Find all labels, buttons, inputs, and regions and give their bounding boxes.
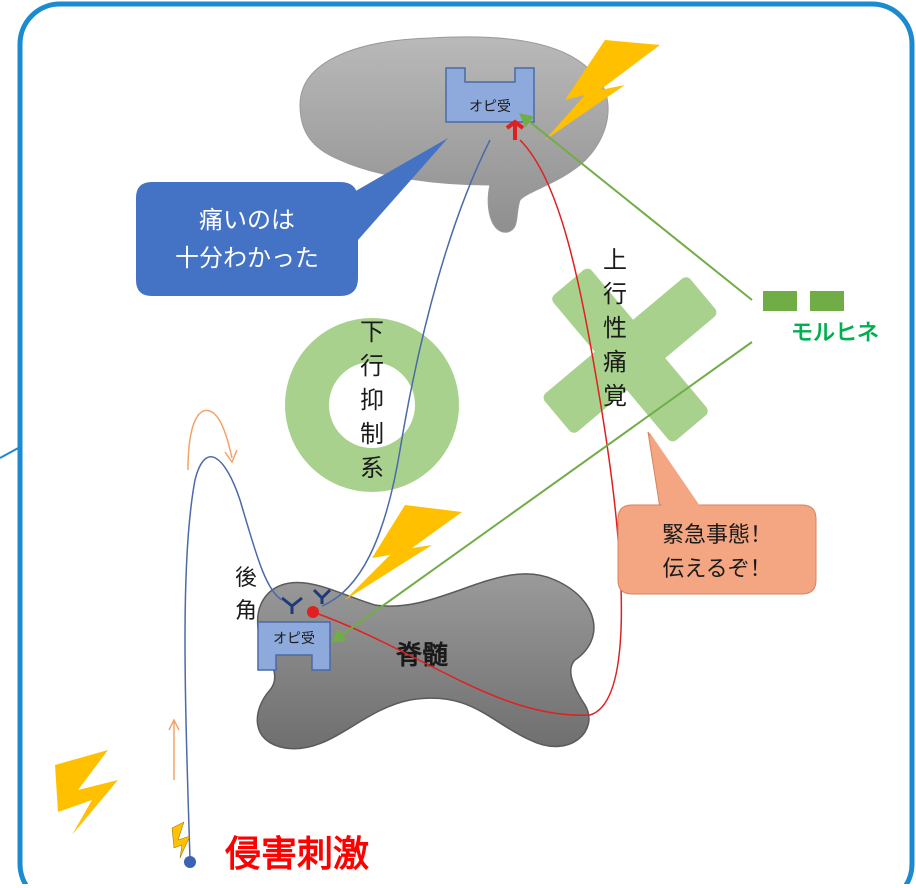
spinal-lightning-icon <box>345 505 462 600</box>
descending-pathway-label: 下 行 抑 制 系 <box>360 318 384 482</box>
noxious-stimulus-label: 侵害刺激 <box>224 834 369 875</box>
spinal-cord-label: 脊髄 <box>395 641 448 671</box>
urgent-bubble-line1: 緊急事態！ <box>662 523 772 548</box>
dorsal-horn-label-2: 角 <box>235 599 257 624</box>
morphine-label: モルヒネ <box>791 321 879 346</box>
urgent-bubble-line2: 伝えるぞ！ <box>662 557 771 582</box>
brain-speech-bubble <box>136 138 448 296</box>
brain-lightning-icon <box>545 40 660 140</box>
dorsal-horn-label-1: 後 <box>235 566 257 591</box>
descending-pathway-line <box>321 139 491 607</box>
morphine-block-icon-2 <box>810 291 844 311</box>
descending-char-1: 下 <box>360 318 384 346</box>
left-connector-line <box>0 445 23 459</box>
ascending-char-4: 痛 <box>603 348 627 376</box>
morphine-arrow-to-spinal <box>330 341 753 643</box>
ascending-pathway-line <box>312 139 623 716</box>
descending-char-2: 行 <box>360 352 384 380</box>
peripheral-nerve-line <box>184 456 283 861</box>
brain-receptor-label: オピ受 <box>469 99 511 115</box>
brain-bubble-line1: 痛いのは <box>199 206 295 234</box>
ascending-char-5: 覚 <box>603 382 627 410</box>
dorsal-receptor-y-icon-1 <box>281 596 303 614</box>
dorsal-receptor-y-icon-2 <box>312 588 332 604</box>
morphine-arrow-to-brain <box>518 113 753 301</box>
orange-up-arrowhead-icon <box>168 718 180 731</box>
orange-curve-arrow <box>187 409 233 471</box>
stimulus-small-lightning-icon <box>171 821 191 859</box>
descending-char-3: 抑 <box>360 386 384 414</box>
morphine-block-icon-1 <box>763 291 797 311</box>
ascending-char-1: 上 <box>603 246 627 274</box>
ascending-pathway-label: 上 行 性 痛 覚 <box>603 246 627 410</box>
orange-curve-arrowhead-icon <box>224 449 238 464</box>
brain-bubble-line2: 十分わかった <box>175 244 319 272</box>
green-cross-icon <box>543 268 717 442</box>
spinal-opioid-receptor <box>257 621 331 671</box>
green-circle-icon <box>285 318 459 492</box>
brain-opioid-receptor <box>445 67 535 123</box>
stimulus-lightning-icon <box>55 750 118 835</box>
spinal-cord-shape <box>256 573 595 750</box>
descending-char-4: 制 <box>360 420 384 448</box>
urgent-speech-bubble <box>617 431 817 595</box>
descending-char-5: 系 <box>360 454 384 482</box>
stimulus-point-icon <box>184 856 196 868</box>
spinal-receptor-label: オピ受 <box>273 631 315 647</box>
ascending-char-2: 行 <box>603 280 627 308</box>
ascending-char-3: 性 <box>603 314 627 342</box>
